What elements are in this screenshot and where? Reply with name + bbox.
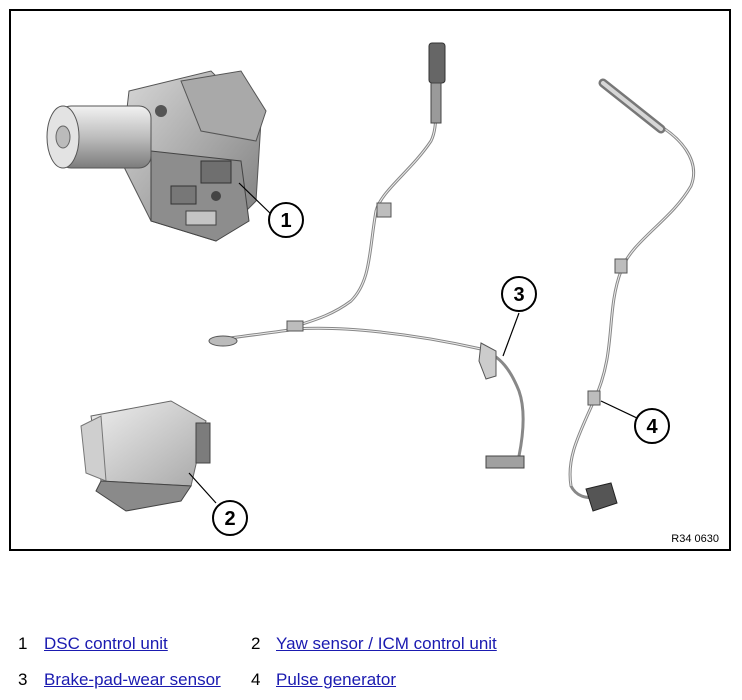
- svg-text:2: 2: [224, 508, 235, 530]
- pulse-generator-illustration: [568, 78, 696, 512]
- legend-row: 1 DSC control unit 2 Yaw sensor / ICM co…: [0, 632, 742, 656]
- diagram-drawing: 1 2 3 4: [46, 42, 696, 536]
- callout-1: 1: [268, 202, 304, 238]
- svg-text:4: 4: [646, 416, 658, 438]
- yaw-sensor-illustration: [80, 400, 217, 512]
- legend-number: 4: [251, 670, 261, 689]
- diagram-figure: 1 2 3 4 R34 0630: [9, 9, 731, 551]
- legend-number: 1: [18, 634, 28, 653]
- svg-text:1: 1: [280, 210, 291, 232]
- dsc-control-unit-illustration: [46, 70, 274, 242]
- link-dsc-control-unit[interactable]: DSC control unit: [44, 634, 168, 653]
- link-yaw-sensor[interactable]: Yaw sensor / ICM control unit: [276, 634, 497, 653]
- legend-row: 3 Brake-pad-wear sensor 4 Pulse generato…: [0, 668, 742, 692]
- brake-pad-wear-sensor-illustration: [208, 42, 525, 469]
- callout-3: 3: [501, 276, 537, 312]
- legend-number: 3: [18, 670, 28, 689]
- link-pulse-generator[interactable]: Pulse generator: [276, 670, 397, 689]
- link-brake-pad-wear-sensor[interactable]: Brake-pad-wear sensor: [44, 670, 221, 689]
- callout-4: 4: [634, 408, 670, 444]
- callout-2: 2: [212, 500, 248, 536]
- figure-id: R34 0630: [671, 533, 719, 545]
- svg-text:3: 3: [513, 284, 524, 306]
- legend-number: 2: [251, 634, 261, 653]
